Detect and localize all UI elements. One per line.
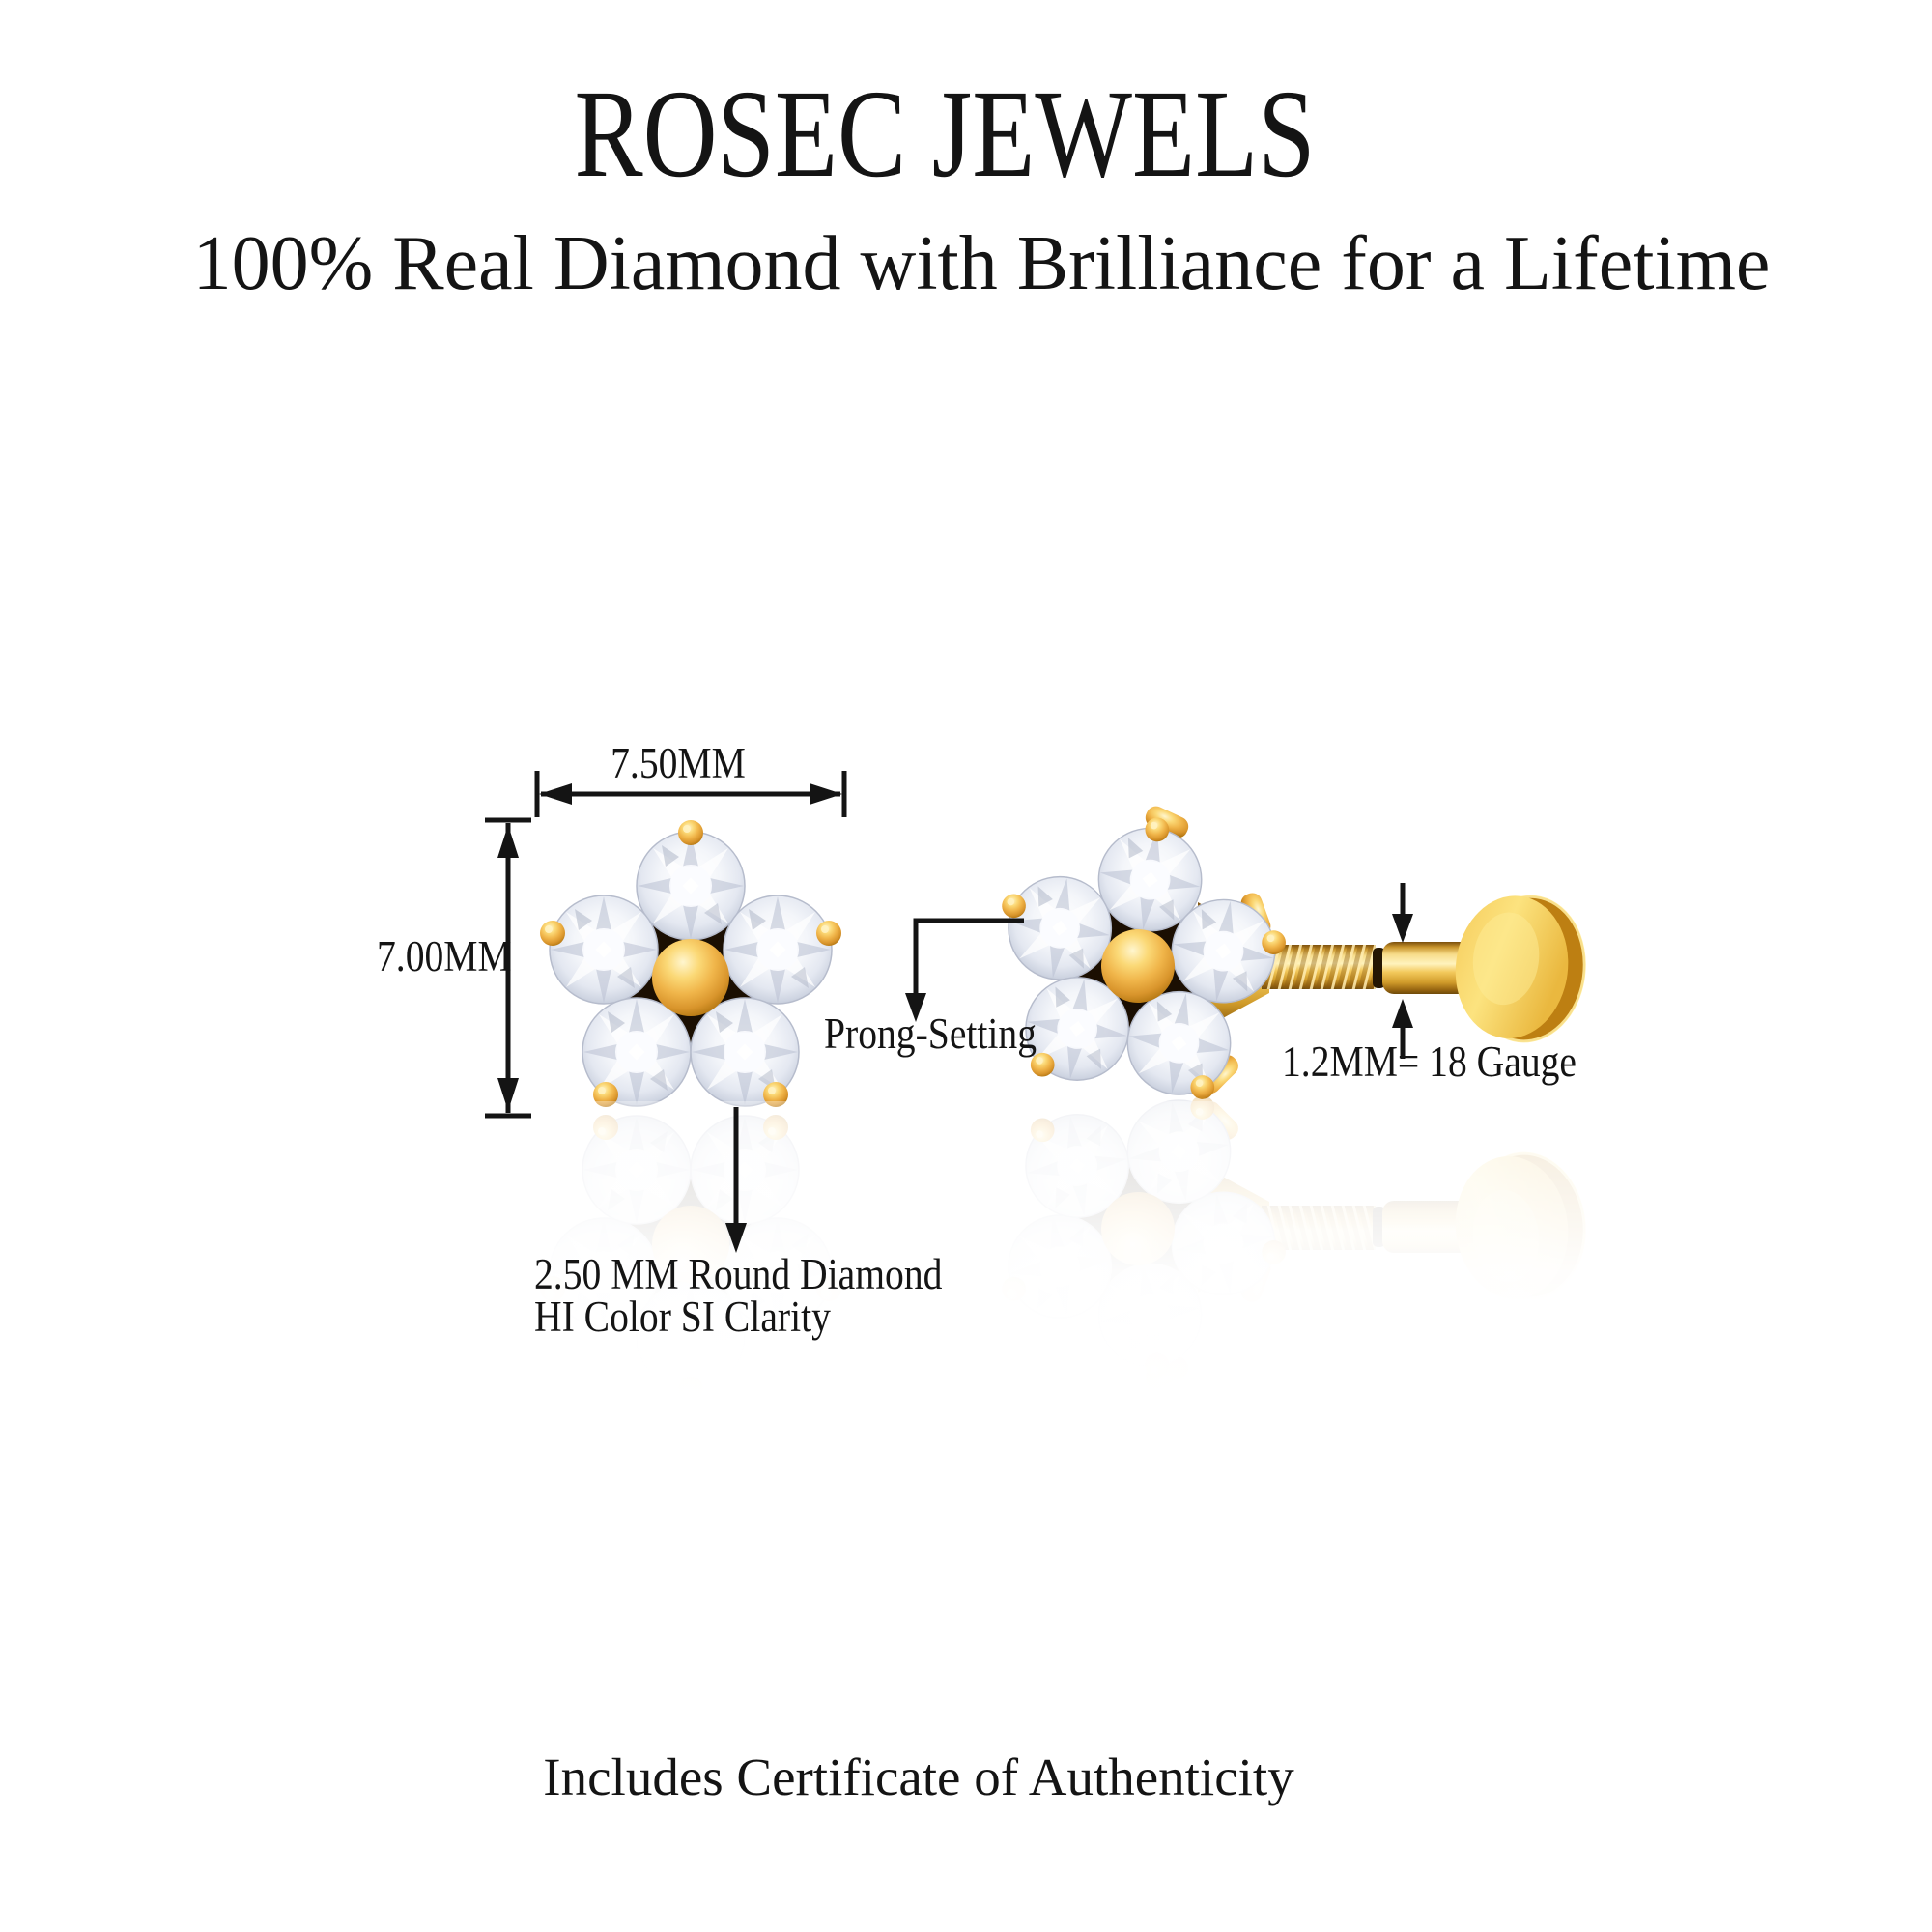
height-dimension: [485, 817, 531, 1119]
width-dimension: [534, 771, 847, 817]
reflection-fade: [348, 1101, 1700, 1410]
earring-side-view: [980, 798, 1586, 1108]
diamond-size-arrow: [725, 1107, 747, 1253]
width-dimension-label: 7.50MM: [611, 739, 746, 787]
diamond-spec-label: 2.50 MM Round Diamond HI Color SI Clarit…: [534, 1250, 943, 1341]
diamond-flower: [540, 820, 841, 1107]
gauge-label: 1.2MM= 18 Gauge: [1282, 1037, 1577, 1086]
threaded-post: [1262, 945, 1376, 989]
gauge-arrows: [1392, 883, 1413, 1059]
dimension-annotations: [485, 771, 1413, 1253]
post-gap-ring: [1373, 948, 1385, 988]
brand-subtitle: 100% Real Diamond with Brilliance for a …: [192, 221, 1771, 306]
earring-front-view: [540, 820, 841, 1107]
prong-setting-arrow: [905, 918, 1024, 1022]
height-dimension-label: 7.00MM: [377, 932, 512, 980]
diamond-spec-line2: HI Color SI Clarity: [534, 1293, 831, 1341]
certificate-note: Includes Certificate of Authenticity: [543, 1747, 1294, 1806]
brand-title: ROSEC JEWELS: [574, 65, 1316, 204]
diamond-flower: [980, 798, 1301, 1108]
prong-setting-label: Prong-Setting: [823, 1009, 1037, 1058]
labret-disc: [1455, 895, 1586, 1043]
diamond-spec-line1: 2.50 MM Round Diamond: [534, 1250, 943, 1298]
